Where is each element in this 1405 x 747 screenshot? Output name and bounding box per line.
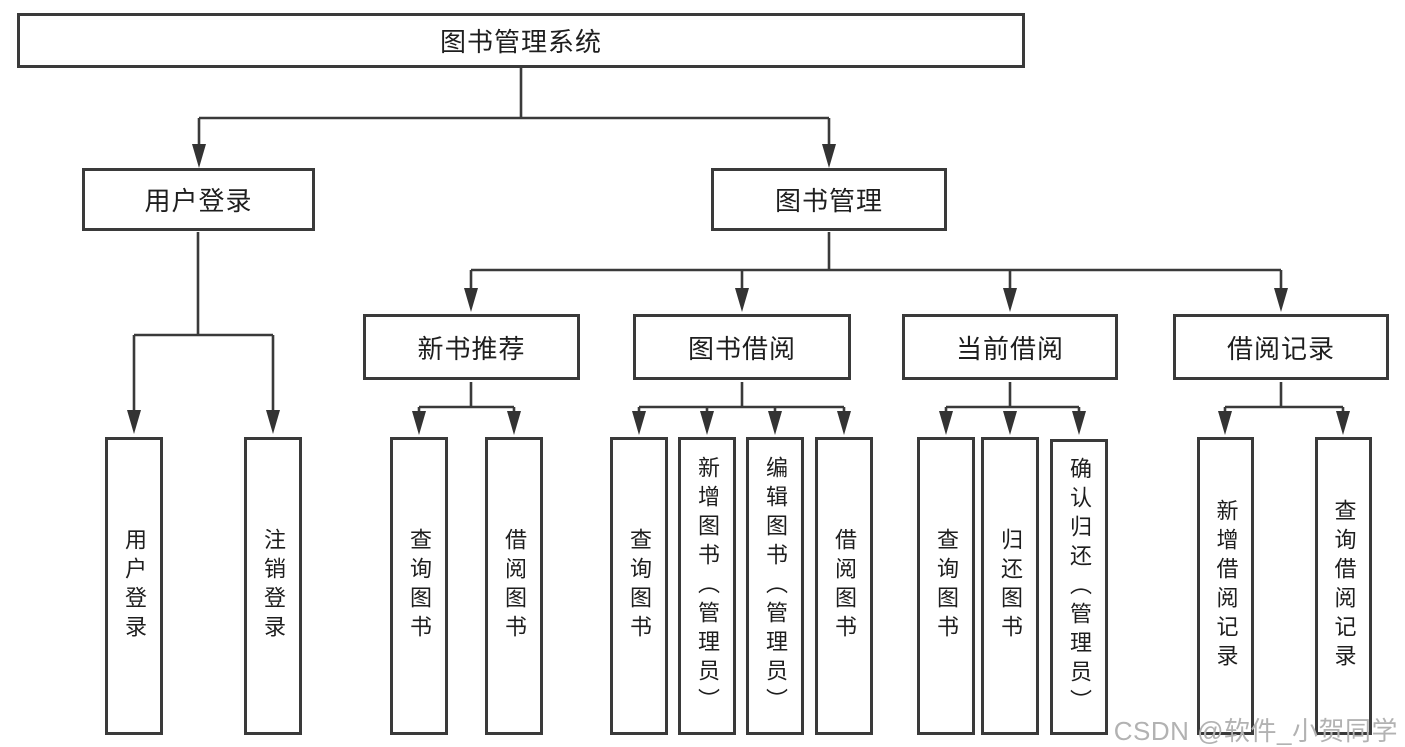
leaf-borrow-books-1-label: 借阅图书 <box>502 528 527 644</box>
leaf-query-books-3: 查询图书 <box>917 437 975 735</box>
leaf-borrow-books-2-label: 借阅图书 <box>832 528 857 644</box>
leaf-logout-label: 注销登录 <box>261 528 286 644</box>
leaf-return-books: 归还图书 <box>981 437 1039 735</box>
leaf-add-books-admin: 新增图书（管理员） <box>678 437 736 735</box>
node-borrowing-records-label: 借阅记录 <box>1226 333 1335 364</box>
node-new-book-recommend: 新书推荐 <box>363 314 580 380</box>
leaf-confirm-return-admin-label: 确认归还（管理员） <box>1067 456 1092 718</box>
leaf-logout: 注销登录 <box>244 437 302 735</box>
csdn-watermark: CSDN @软件_小贺同学 <box>1113 716 1398 746</box>
node-current-borrowing: 当前借阅 <box>902 314 1118 380</box>
leaf-query-borrow-record-label: 查询借阅记录 <box>1331 499 1357 673</box>
node-user-login-label: 用户登录 <box>144 186 253 216</box>
leaf-edit-books-admin-label: 编辑图书（管理员） <box>763 455 788 717</box>
node-book-borrowing: 图书借阅 <box>633 314 851 380</box>
leaf-user-login-label: 用户登录 <box>122 528 147 644</box>
leaf-query-borrow-record: 查询借阅记录 <box>1315 437 1372 735</box>
node-book-management: 图书管理 <box>711 168 947 231</box>
leaf-user-login: 用户登录 <box>105 437 163 735</box>
node-borrowing-records: 借阅记录 <box>1173 314 1389 380</box>
node-new-book-recommend-label: 新书推荐 <box>417 333 526 364</box>
node-root-label: 图书管理系统 <box>439 27 602 57</box>
leaf-query-books-1: 查询图书 <box>390 437 448 735</box>
leaf-add-borrow-record-label: 新增借阅记录 <box>1213 499 1239 673</box>
leaf-confirm-return-admin: 确认归还（管理员） <box>1050 439 1108 735</box>
leaf-add-books-admin-label: 新增图书（管理员） <box>695 455 720 717</box>
node-current-borrowing-label: 当前借阅 <box>955 333 1064 364</box>
leaf-edit-books-admin: 编辑图书（管理员） <box>746 437 804 735</box>
node-user-login: 用户登录 <box>82 168 315 231</box>
leaf-add-borrow-record: 新增借阅记录 <box>1197 437 1254 735</box>
leaf-return-books-label: 归还图书 <box>998 528 1023 644</box>
leaf-query-books-1-label: 查询图书 <box>407 528 432 644</box>
leaf-query-books-3-label: 查询图书 <box>934 528 959 644</box>
node-book-management-label: 图书管理 <box>774 186 883 216</box>
node-book-borrowing-label: 图书借阅 <box>687 333 796 364</box>
arrowheads <box>127 144 1350 435</box>
leaf-borrow-books-1: 借阅图书 <box>485 437 543 735</box>
leaf-query-books-2: 查询图书 <box>610 437 668 735</box>
node-root: 图书管理系统 <box>17 13 1025 68</box>
leaf-query-books-2-label: 查询图书 <box>627 528 652 644</box>
leaf-borrow-books-2: 借阅图书 <box>815 437 873 735</box>
